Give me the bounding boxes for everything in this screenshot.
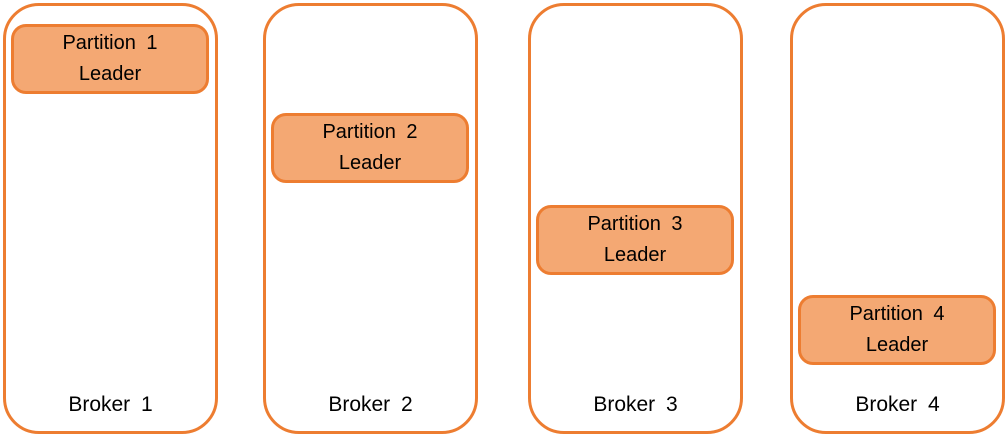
partition-2-leader-box: Partition 2 Leader [271,113,469,183]
partition-2-subtitle: Leader [338,152,402,174]
partition-4-leader-box: Partition 4 Leader [798,295,996,365]
broker-3-container: Partition 3 Leader Broker 3 [528,3,743,434]
broker-3-label: Broker 3 [593,393,678,416]
broker-2-label: Broker 2 [328,393,413,416]
partition-1-subtitle: Leader [78,63,142,85]
broker-1-label: Broker 1 [68,393,153,416]
partition-3-leader-box: Partition 3 Leader [536,205,734,275]
broker-4-container: Partition 4 Leader Broker 4 [790,3,1005,434]
partition-1-title: Partition 1 [62,32,158,54]
partition-2-title: Partition 2 [322,121,418,143]
broker-4-label: Broker 4 [855,393,940,416]
partition-3-title: Partition 3 [587,213,683,235]
partition-4-subtitle: Leader [865,334,929,356]
partition-4-title: Partition 4 [849,303,945,325]
broker-2-container: Partition 2 Leader Broker 2 [263,3,478,434]
broker-1-container: Partition 1 Leader Broker 1 [3,3,218,434]
partition-1-leader-box: Partition 1 Leader [11,24,209,94]
partition-3-subtitle: Leader [603,244,667,266]
